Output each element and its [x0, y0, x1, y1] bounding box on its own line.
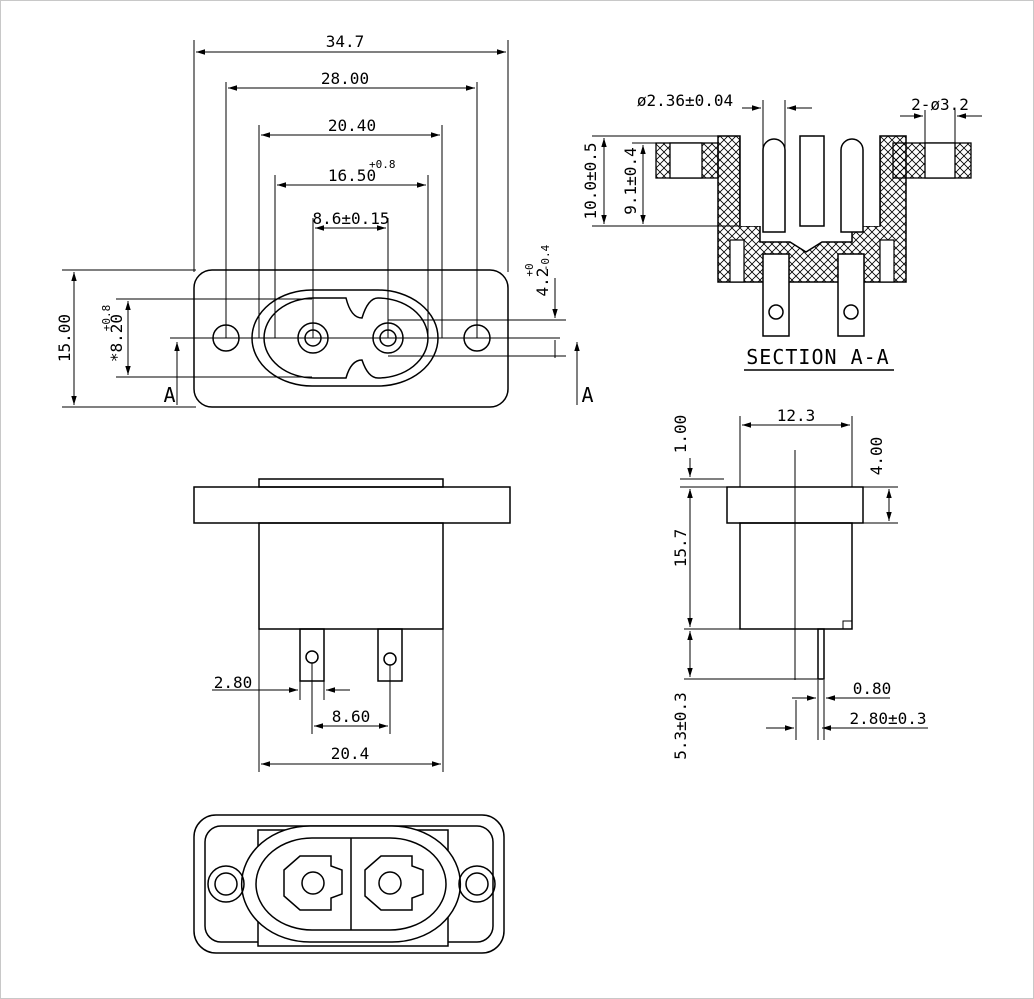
dim-opening-width: 16.50: [328, 166, 376, 185]
side-dim-tab-length: 5.3±0.3: [671, 692, 690, 759]
inlet-outer-outline: [251, 289, 439, 387]
side-dim-flange-thickness: 1.00: [671, 415, 690, 454]
dim-opening-tol: +0.8: [369, 158, 396, 171]
side-view: 12.3 1.00 4.00 15.7 5.3±0.3 0.80 2.80±0.…: [671, 406, 928, 760]
pin-left: [762, 138, 786, 233]
section-title: SECTION A-A: [746, 345, 889, 369]
inlet-inner-outline: [263, 297, 429, 379]
dim-hole-pitch: 28.00: [321, 69, 369, 88]
dim-pin-pitch: 8.6±0.15: [312, 209, 389, 228]
dim-step-tol-lower: -0.4: [539, 244, 552, 271]
dim-total-depth: 10.0±0.5: [581, 142, 600, 219]
dim-overall-width: 34.7: [326, 32, 365, 51]
dim-step: 4.2: [533, 268, 552, 297]
dim-pin-dia: ø2.36±0.04: [637, 91, 733, 110]
side-body: [739, 522, 853, 630]
front-dim-tab-width: 2.80: [214, 673, 253, 692]
dim-step-tol-upper: +0: [523, 263, 536, 276]
tab-left: [762, 253, 790, 337]
side-dim-flange-height: 4.00: [867, 437, 886, 476]
bottom-view: [193, 814, 505, 954]
front-dim-body-width: 20.4: [331, 744, 370, 763]
dim-body-width: 20.40: [328, 116, 376, 135]
dim-hole-label: 2-ø3.2: [911, 95, 969, 114]
front-body: [258, 522, 444, 630]
front-dim-tab-pitch: 8.60: [332, 707, 371, 726]
dim-height: 15.00: [55, 314, 74, 362]
side-dim-width: 12.3: [777, 406, 816, 425]
tab-right: [837, 253, 865, 337]
bottom-hole-right: [465, 872, 489, 896]
front-view: 2.80 8.60 20.4: [193, 478, 511, 772]
dim-opening-height: *8.20: [107, 314, 126, 362]
section-mark-right: A: [581, 383, 594, 407]
side-dim-tab-width: 2.80±0.3: [849, 709, 926, 728]
section-view: ø2.36±0.04 2-ø3.2 10.0±0.5 9.1±0.4 SECTI…: [581, 91, 982, 371]
pin-right: [840, 138, 864, 233]
side-dim-tab-thickness: 0.80: [853, 679, 892, 698]
bottom-contact-left: [283, 855, 343, 911]
bottom-outer: [193, 814, 505, 954]
dim-inner-depth: 9.1±0.4: [621, 147, 640, 214]
section-mark-left: A: [163, 383, 176, 407]
front-flange: [193, 486, 511, 524]
side-dim-body-height: 15.7: [671, 529, 690, 568]
bottom-contact-right: [364, 855, 424, 911]
bottom-hole-left: [214, 872, 238, 896]
dim-opening-height-tol: +0.8: [100, 305, 113, 332]
top-view: 34.7 28.00 20.40 16.50 +0.8 8.6±0.15 15.…: [55, 32, 594, 408]
side-tab: [817, 628, 825, 680]
